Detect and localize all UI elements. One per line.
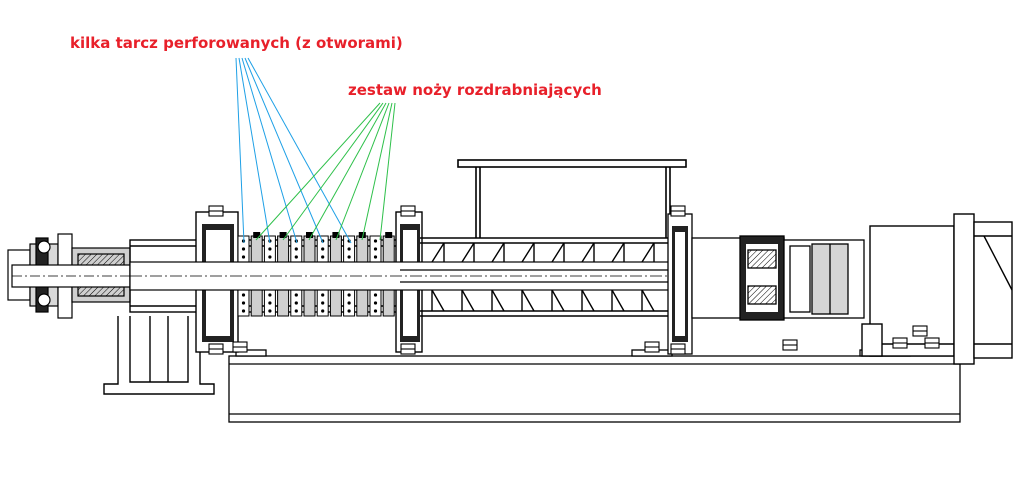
- screw-flight-lower: [431, 289, 445, 312]
- knife-tip: [385, 232, 393, 238]
- motor: [861, 213, 1013, 365]
- screw-flight-upper: [611, 242, 625, 263]
- screw-flights: [431, 242, 655, 312]
- leader-line-knife: [379, 102, 396, 241]
- leader-line-knife: [255, 102, 381, 241]
- disc-hole: [373, 239, 378, 243]
- disc-hole: [373, 301, 378, 305]
- disc-hole: [321, 301, 325, 305]
- leader-line-disc: [247, 57, 352, 244]
- screw-flight-lower: [581, 289, 595, 312]
- right-flange-bearing: [667, 213, 785, 355]
- knife-tip: [332, 232, 340, 238]
- disc-hole: [294, 255, 298, 259]
- leader-line-disc: [235, 57, 245, 244]
- screw-flight-lower: [641, 289, 655, 312]
- outlet-flange-stand: [103, 316, 215, 395]
- cutting-knives-label: zestaw noży rozdrabniających: [348, 81, 602, 99]
- screw-flight-lower: [611, 289, 625, 312]
- disc-hole: [347, 247, 351, 251]
- leader-line-knife: [361, 102, 393, 241]
- disc-hole: [321, 309, 325, 313]
- disc-hole: [347, 301, 351, 305]
- leader-line-disc: [238, 57, 271, 244]
- disc-hole: [294, 309, 298, 313]
- disc-hole: [294, 301, 298, 305]
- screw-flight-upper: [581, 242, 595, 263]
- leader-line-disc: [244, 57, 324, 244]
- knife-tip: [279, 232, 287, 238]
- left-end-assembly: [7, 233, 400, 319]
- cutting-knife-upper: [382, 235, 395, 263]
- disc-hole: [321, 293, 325, 297]
- screw-flight-lower: [521, 289, 535, 312]
- leader-line-disc: [241, 57, 298, 244]
- screw-flight-upper: [491, 242, 505, 263]
- screw-flight-upper: [461, 242, 475, 263]
- cutting-knife-lower: [329, 289, 342, 317]
- inlet-hopper: [457, 159, 687, 238]
- disc-hole: [347, 309, 351, 313]
- leader-line-knife: [335, 102, 390, 241]
- knife-tip: [306, 232, 313, 238]
- screw-flight-lower: [491, 289, 505, 312]
- disc-hole: [241, 309, 246, 313]
- perforated-discs-leader-lines: [235, 57, 352, 244]
- perforated-discs-label: kilka tarcz perforowanych (z otworami): [70, 34, 403, 52]
- screw-flight-lower: [551, 289, 565, 312]
- cutting-knife-lower: [250, 289, 263, 317]
- disc-hole: [241, 301, 246, 305]
- disc-hole: [347, 293, 351, 297]
- screw-flight-lower: [461, 289, 475, 312]
- coupling: [783, 239, 865, 319]
- cutting-knife-lower: [277, 289, 290, 317]
- disc-hole: [294, 293, 298, 297]
- screw-flight-upper: [551, 242, 565, 263]
- cutting-knife-lower: [303, 289, 316, 317]
- cutting-knife-lower: [356, 289, 369, 317]
- disc-hole: [373, 293, 378, 297]
- disc-hole: [241, 293, 246, 297]
- disc-hole: [268, 309, 272, 313]
- leader-line-knife: [308, 102, 387, 241]
- perforated-disc-and-knife-stack: [237, 232, 395, 317]
- fastener-bolts: [208, 205, 940, 355]
- disc-hole: [241, 247, 246, 251]
- cutting-knives-leader-lines: [255, 102, 396, 241]
- disc-hole: [268, 247, 272, 251]
- screw-conveyor-housing: [420, 237, 680, 317]
- cutting-knife-lower: [382, 289, 395, 317]
- disc-hole: [347, 255, 351, 259]
- screw-flight-upper: [431, 242, 445, 263]
- knife-tip: [358, 232, 366, 238]
- knife-tip: [253, 232, 261, 238]
- leader-line-knife: [282, 102, 384, 241]
- screw-flight-upper: [641, 242, 655, 263]
- disc-hole: [321, 255, 325, 259]
- disc-hole: [268, 301, 272, 305]
- disc-hole: [373, 309, 378, 313]
- disc-hole: [268, 255, 272, 259]
- disc-hole: [373, 255, 378, 259]
- disc-hole: [373, 247, 378, 251]
- screw-flight-upper: [521, 242, 535, 263]
- disc-hole: [294, 247, 298, 251]
- disc-hole: [268, 293, 272, 297]
- disc-hole: [321, 247, 325, 251]
- disc-hole: [241, 255, 246, 259]
